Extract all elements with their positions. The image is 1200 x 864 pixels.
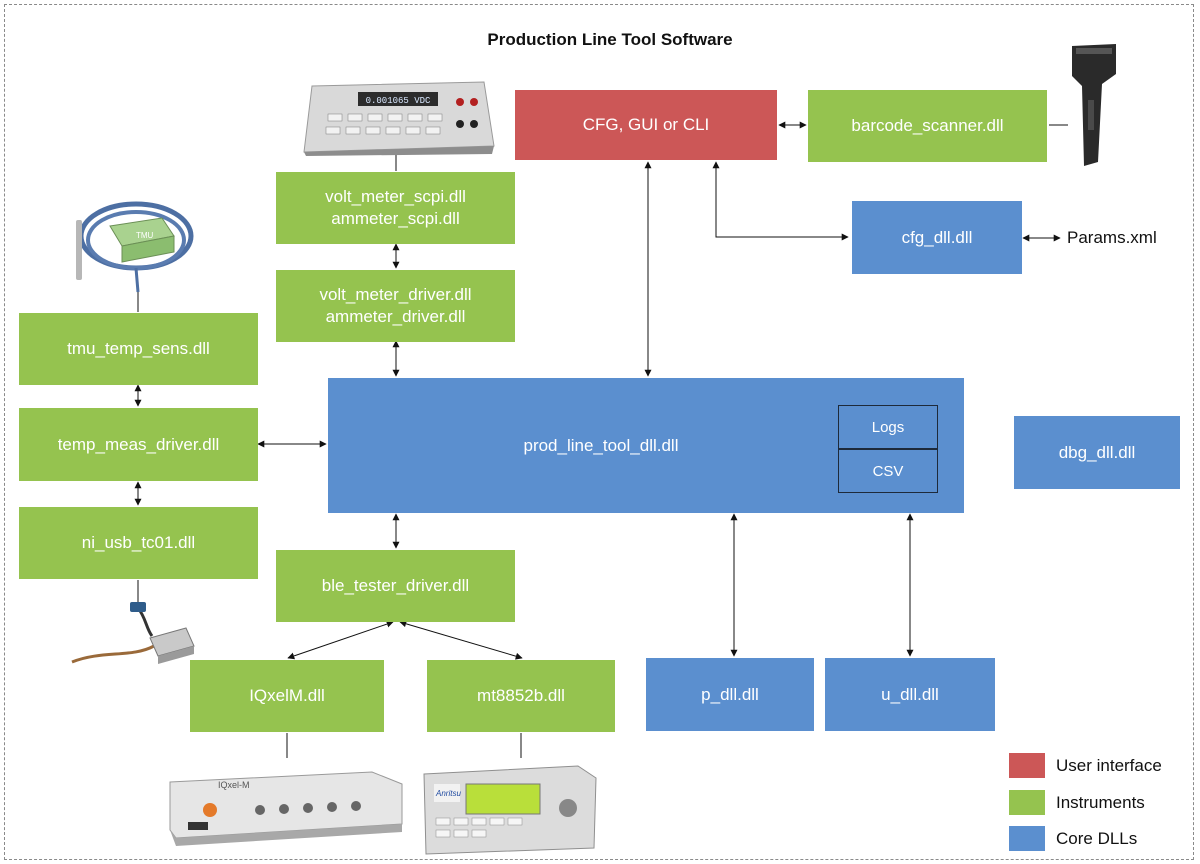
legend-label-core-dlls: Core DLLs (1056, 829, 1138, 848)
prod-line-tool-label: prod_line_tool_dll.dll (523, 435, 679, 455)
multimeter-display-text: 0.001065 VDC (366, 96, 431, 106)
thermocouple-icon (71, 602, 195, 664)
tmu-temp-sens-box[interactable]: tmu_temp_sens.dll (19, 313, 258, 385)
anritsu-tester-icon: Anritsu (423, 765, 597, 855)
legend-swatch-core-dlls (1009, 826, 1045, 851)
cfg-dll-box[interactable]: cfg_dll.dll (852, 201, 1022, 274)
legend-label-user-interface: User interface (1056, 756, 1162, 775)
temp-meas-driver-box[interactable]: temp_meas_driver.dll (19, 408, 258, 481)
multimeter-icon: 0.001065 VDC (303, 81, 495, 156)
legend-swatch-user-interface (1009, 753, 1045, 778)
iqxel-brand-text: IQxel-M (218, 780, 250, 790)
legend-swatch-instruments (1009, 790, 1045, 815)
ble-tester-driver-box[interactable]: ble_tester_driver.dll (276, 550, 515, 622)
params-xml-label: Params.xml (1067, 228, 1157, 247)
diagram-frame (4, 4, 1194, 860)
cfg-gui-cli-box[interactable]: CFG, GUI or CLI (515, 90, 777, 160)
p-dll-box[interactable]: p_dll.dll (646, 658, 814, 731)
u-dll-box[interactable]: u_dll.dll (825, 658, 995, 731)
tmu-sensor-icon: TMU (76, 201, 194, 293)
logs-box[interactable]: Logs (838, 405, 938, 449)
mt8852b-dll-box[interactable]: mt8852b.dll (427, 660, 615, 732)
csv-box[interactable]: CSV (838, 449, 938, 493)
barcode-scanner-dll-box[interactable]: barcode_scanner.dll (808, 90, 1047, 162)
iqxel-tester-icon: IQxel-M (169, 771, 403, 846)
anritsu-brand-text: Anritsu (435, 789, 461, 798)
volt-meter-scpi-box[interactable]: volt_meter_scpi.dll ammeter_scpi.dll (276, 172, 515, 244)
prod-line-tool-box[interactable]: prod_line_tool_dll.dll (328, 378, 964, 513)
tmu-brand-text: TMU (136, 231, 154, 240)
iqxelm-dll-box[interactable]: IQxelM.dll (190, 660, 384, 732)
dbg-dll-box[interactable]: dbg_dll.dll (1014, 416, 1180, 489)
ni-usb-tc01-box[interactable]: ni_usb_tc01.dll (19, 507, 258, 579)
diagram-title: Production Line Tool Software (487, 30, 733, 49)
barcode-scanner-icon (1072, 44, 1116, 166)
legend-label-instruments: Instruments (1056, 793, 1145, 812)
volt-meter-driver-box[interactable]: volt_meter_driver.dll ammeter_driver.dll (276, 270, 515, 342)
